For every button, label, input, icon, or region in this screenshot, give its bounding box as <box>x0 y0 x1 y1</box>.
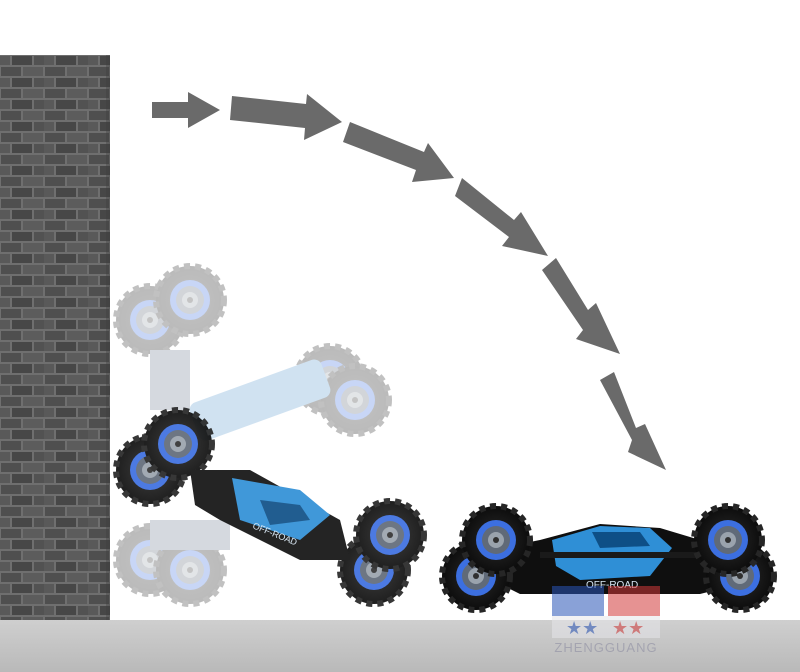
ghost-car-upper <box>116 266 389 441</box>
trajectory-arrows <box>152 92 666 470</box>
arrow-icon <box>600 372 666 470</box>
svg-text:★★: ★★ <box>612 618 644 639</box>
arrow-icon <box>152 92 220 128</box>
svg-text:★★: ★★ <box>566 618 598 639</box>
climbing-car: OFF-ROAD <box>116 410 424 604</box>
car-body-text: OFF-ROAD <box>586 580 638 591</box>
brand-watermark: ★★ ★★ ZHENGGUANG <box>546 584 666 658</box>
arrow-icon <box>455 178 548 256</box>
floor <box>0 620 800 672</box>
arrow-icon <box>542 258 620 354</box>
arrow-icon <box>230 94 342 140</box>
arrow-icon <box>343 122 454 182</box>
main-car: OFF-ROAD <box>442 506 774 610</box>
brand-name: ZHENGGUANG <box>554 640 658 655</box>
brick-wall <box>0 55 110 621</box>
flag-logo-icon: ★★ ★★ <box>552 586 660 639</box>
ghost-car-lower <box>116 520 230 604</box>
